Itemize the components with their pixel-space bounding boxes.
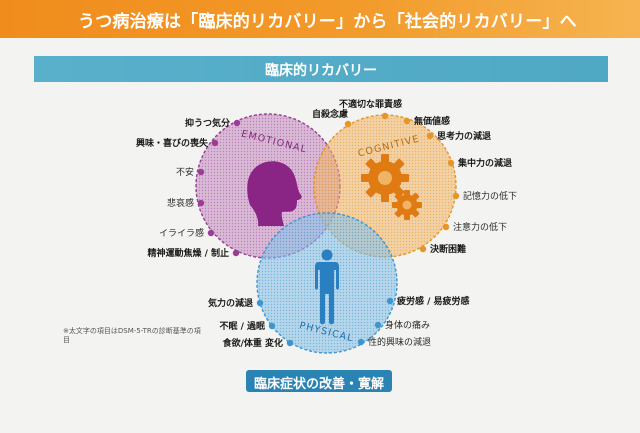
page-title: うつ病治療は「臨床的リカバリー」から「社会的リカバリー」へ bbox=[78, 12, 577, 32]
header-bar: うつ病治療は「臨床的リカバリー」から「社会的リカバリー」へ bbox=[0, 0, 640, 38]
symptom-label: 記憶力の低下 bbox=[463, 190, 517, 202]
footnote: ※太文字の項目はDSM-5-TRの診断基準の項目 bbox=[63, 327, 201, 344]
result-badge-label: 臨床症状の改善・寛解 bbox=[253, 377, 384, 392]
symptom-label: 性的興味の減退 bbox=[368, 336, 431, 348]
result-badge: 臨床症状の改善・寛解 bbox=[246, 370, 392, 392]
symptom-label: 精神運動焦燥 / 制止 bbox=[147, 247, 229, 259]
symptom-label: 無価値感 bbox=[414, 115, 450, 127]
symptom-label: 食欲/体重 変化 bbox=[222, 337, 283, 349]
emotional-symptoms: 抑うつ気分 興味・喜びの喪失 不安 悲哀感 イライラ感 精神運動焦燥 / 制止 bbox=[136, 117, 241, 259]
symptom-label: 興味・喜びの喪失 bbox=[136, 137, 209, 149]
head-silhouette-icon bbox=[247, 161, 302, 226]
physical-symptoms: 気力の減退 不眠 / 過眠 食欲/体重 変化 疲労感 / 易疲労感 身体の痛み … bbox=[208, 295, 470, 349]
small-gear-icon bbox=[392, 190, 422, 220]
symptom-label: 自殺念慮 bbox=[312, 108, 348, 120]
symptom-label: イライラ感 bbox=[159, 227, 204, 239]
human-body-icon bbox=[315, 249, 339, 325]
symptom-label: 不眠 / 過眠 bbox=[219, 320, 265, 332]
symptom-label: 抑うつ気分 bbox=[185, 117, 230, 129]
symptom-label: 集中力の減退 bbox=[457, 157, 512, 169]
symptom-label: 不適切な罪責感 bbox=[339, 98, 402, 110]
symptom-label: 疲労感 / 易疲労感 bbox=[397, 295, 470, 307]
gear-icon bbox=[361, 154, 409, 202]
section-bar: 臨床的リカバリー bbox=[34, 56, 608, 82]
symptom-label: 不安 bbox=[176, 166, 194, 178]
section-title: 臨床的リカバリー bbox=[265, 63, 377, 79]
symptom-label: 思考力の減退 bbox=[437, 130, 491, 142]
symptom-label: 注意力の低下 bbox=[453, 221, 507, 233]
symptom-label: 身体の痛み bbox=[385, 319, 430, 331]
cognitive-symptoms: 自殺念慮 不適切な罪責感 無価値感 思考力の減退 集中力の減退 記憶力の低下 注… bbox=[312, 98, 517, 255]
symptom-label: 悲哀感 bbox=[167, 197, 194, 209]
symptom-label: 決断困難 bbox=[430, 243, 466, 255]
symptom-label: 気力の減退 bbox=[208, 297, 253, 309]
